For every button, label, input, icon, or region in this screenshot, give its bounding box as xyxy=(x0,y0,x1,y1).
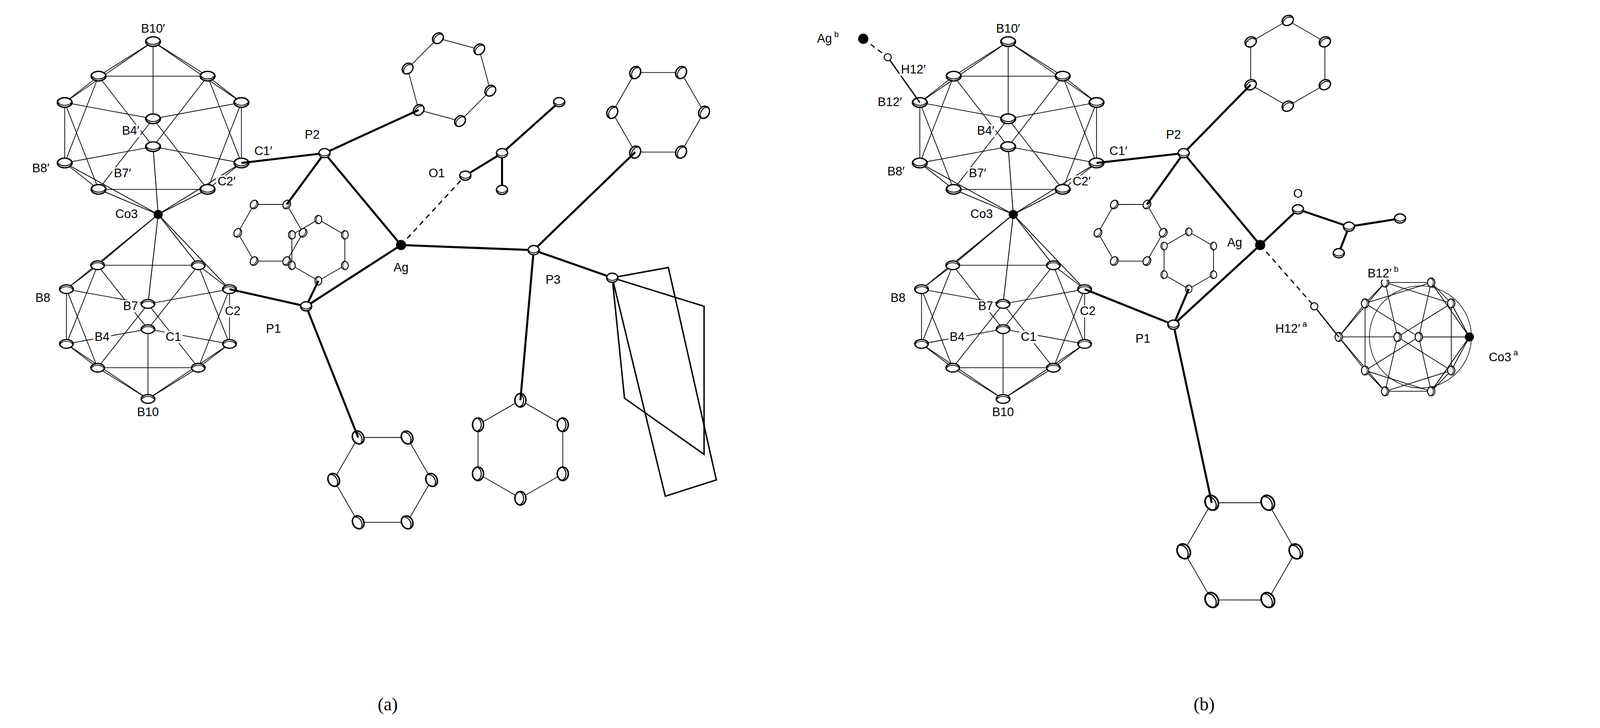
atom-label: B4′ xyxy=(120,124,141,137)
superscript: b xyxy=(833,30,840,39)
atom-label: C2′ xyxy=(216,175,237,188)
atom-label: B7 xyxy=(976,299,995,313)
atom-label: B4′ xyxy=(975,124,996,137)
atom-label: C1′ xyxy=(252,145,274,158)
atom-label: B10′ xyxy=(994,22,1022,35)
atom-label: H12′ xyxy=(1274,322,1302,335)
atom-label: C1 xyxy=(164,330,184,344)
panel-b-structure xyxy=(858,2,1475,634)
atom-label: Co3 xyxy=(969,207,995,221)
atom-label: H12′ xyxy=(899,63,928,76)
atom-label: Ag xyxy=(1225,236,1244,249)
atom-label: O xyxy=(1291,187,1305,200)
atom-label: C2′ xyxy=(1071,175,1093,188)
atom-label: O1 xyxy=(427,167,447,180)
atom-label: B7′ xyxy=(967,167,988,180)
atom-label: B12′ xyxy=(876,96,904,109)
superscript: a xyxy=(1301,319,1308,329)
atom-label: B7′ xyxy=(112,167,133,180)
atom-label: P1 xyxy=(264,322,283,335)
superscript: a xyxy=(1512,348,1519,357)
atom-label: Ag xyxy=(391,261,410,274)
atom-label: Co3 xyxy=(113,207,140,221)
atom-label: P1 xyxy=(1134,332,1152,345)
panel-letter: (b) xyxy=(1192,695,1217,714)
atom-label: C2 xyxy=(1078,304,1098,318)
atom-label: B8′ xyxy=(885,165,906,178)
atom-label: B8 xyxy=(889,291,907,305)
atom-label: C1′ xyxy=(1107,145,1129,158)
atom-label: B8′ xyxy=(30,162,51,175)
atom-label: Ag xyxy=(815,32,834,45)
atom-label: P3 xyxy=(544,273,562,286)
atom-label: P2 xyxy=(303,128,322,141)
atom-label: P2 xyxy=(1164,128,1183,141)
superscript: b xyxy=(1393,265,1399,274)
atom-label: B7 xyxy=(121,299,140,313)
atom-label: B12′ xyxy=(1366,267,1393,280)
atom-label: Co3 xyxy=(1487,351,1513,364)
atom-label: B10 xyxy=(990,406,1016,419)
atom-label: B8 xyxy=(33,291,52,305)
atom-label: C2 xyxy=(223,304,242,318)
atom-label: B10 xyxy=(135,406,161,419)
panel-letter: (a) xyxy=(376,695,400,714)
atom-label: B4 xyxy=(948,330,967,344)
atom-label: B4 xyxy=(93,330,112,344)
atom-label: C1 xyxy=(1019,330,1039,344)
atom-label: B10′ xyxy=(139,22,167,35)
panel-a-structure xyxy=(57,15,724,552)
